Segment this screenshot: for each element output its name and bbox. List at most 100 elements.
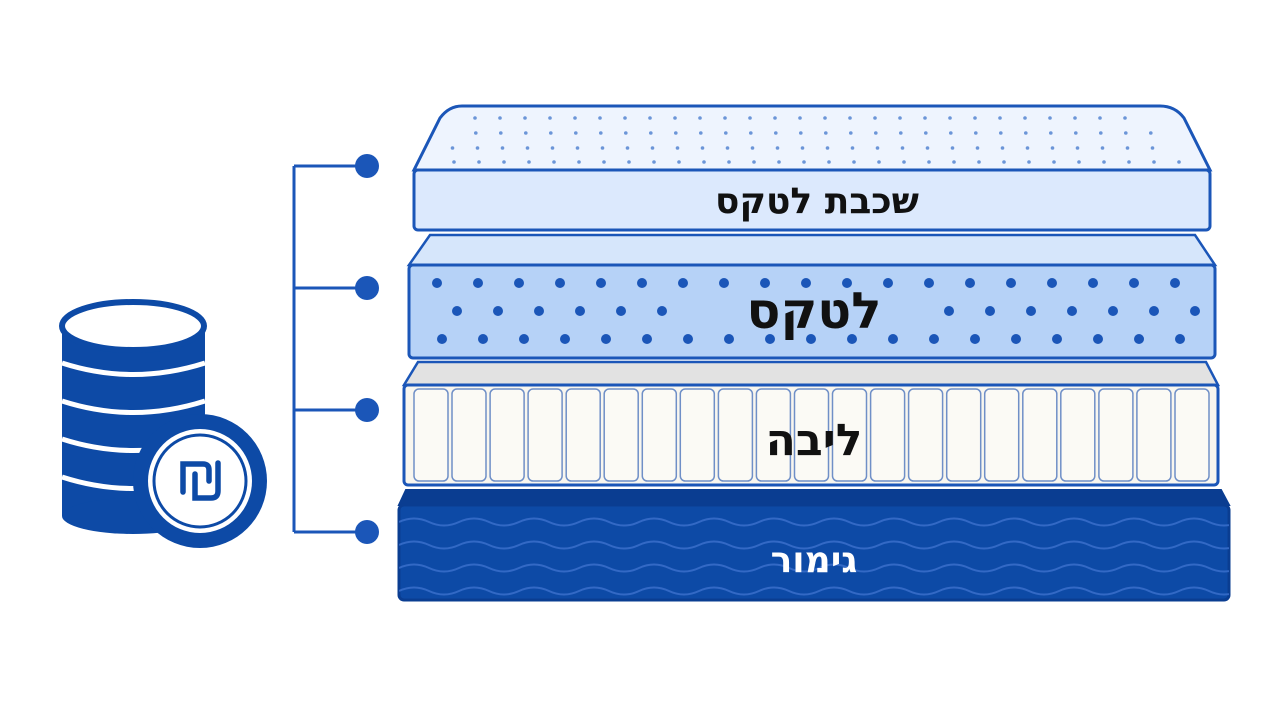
comfort-texture-dot: [674, 131, 678, 135]
core-spring-pocket: [717, 388, 754, 482]
latex-texture-dot: [478, 334, 488, 344]
latex-texture-dot: [924, 278, 934, 288]
latex-texture-dot: [534, 306, 544, 316]
comfort-texture-dot: [825, 146, 830, 150]
latex-texture-dot: [1093, 334, 1103, 344]
comfort-texture-dot: [652, 160, 656, 164]
comfort-texture-dot: [450, 146, 455, 150]
core-spring-pocket: [565, 388, 601, 482]
core-spring-pocket: [1174, 388, 1210, 482]
core-spring-pocket: [1022, 388, 1058, 482]
comfort-texture-dot: [848, 116, 852, 120]
comfort-texture-dot: [702, 160, 706, 164]
latex-texture-dot: [1108, 306, 1118, 316]
comfort-texture-dot: [850, 146, 855, 150]
comfort-texture-dot: [475, 146, 480, 150]
latex-texture-dot: [1175, 334, 1185, 344]
comfort-texture-dot: [924, 131, 928, 135]
latex-texture-dot: [683, 334, 693, 344]
comfort-texture-dot: [552, 160, 556, 164]
comfort-texture-dot: [823, 116, 827, 120]
comfort-texture-dot: [752, 160, 756, 164]
layer-label-cover: גימור: [771, 540, 858, 581]
latex-texture-dot: [929, 334, 939, 344]
comfort-texture-dot: [873, 116, 877, 120]
latex-texture-dot: [1006, 278, 1016, 288]
comfort-texture-dot: [849, 131, 853, 135]
core-spring-pocket: [945, 388, 982, 482]
core-spring-pocket: [1060, 388, 1096, 482]
latex-texture-dot: [519, 334, 529, 344]
comfort-texture-dot: [1049, 131, 1053, 135]
core-spring-pocket: [1098, 388, 1134, 482]
comfort-texture-dot: [524, 131, 528, 135]
latex-texture-dot: [1134, 334, 1144, 344]
comfort-texture-dot: [1150, 146, 1155, 150]
latex-texture-dot: [1026, 306, 1036, 316]
comfort-texture-dot: [474, 131, 478, 135]
comfort-texture-dot: [1102, 160, 1106, 164]
comfort-texture-dot: [948, 116, 952, 120]
comfort-texture-dot: [698, 116, 702, 120]
coin-stack-icon: [59, 299, 267, 548]
comfort-texture-dot: [1098, 116, 1102, 120]
comfort-texture-dot: [1024, 131, 1028, 135]
comfort-texture-dot: [523, 116, 527, 120]
comfort-texture-dot: [600, 146, 605, 150]
latex-texture-dot: [1052, 334, 1062, 344]
latex-texture-dot: [801, 278, 811, 288]
comfort-texture-dot: [775, 146, 780, 150]
cover-quilt-wave: [399, 540, 1229, 550]
latex-texture-dot: [1067, 306, 1077, 316]
comfort-texture-dot: [999, 131, 1003, 135]
comfort-texture-dot: [1000, 146, 1005, 150]
comfort-texture-dot: [1177, 160, 1181, 164]
latex-texture-dot: [1011, 334, 1021, 344]
comfort-texture-dot: [723, 116, 727, 120]
comfort-texture-dot: [627, 160, 631, 164]
comfort-texture-dot: [1099, 131, 1103, 135]
latex-texture-dot: [842, 278, 852, 288]
comfort-texture-dot: [977, 160, 981, 164]
core-spring-pocket: [527, 388, 563, 482]
latex-texture-dot: [719, 278, 729, 288]
comfort-texture-dot: [725, 146, 730, 150]
latex-texture-dot: [965, 278, 975, 288]
comfort-texture-dot: [949, 131, 953, 135]
layer-cover: גימור: [397, 489, 1231, 602]
layer-label-comfort: שכבת לטקס: [715, 181, 919, 222]
latex-texture-dot: [452, 306, 462, 316]
latex-texture-dot: [657, 306, 667, 316]
latex-texture-dot: [806, 334, 816, 344]
comfort-texture-dot: [477, 160, 481, 164]
comfort-texture-dot: [1027, 160, 1031, 164]
latex-texture-dot: [1170, 278, 1180, 288]
comfort-texture-dot: [1074, 131, 1078, 135]
comfort-texture-dot: [852, 160, 856, 164]
core-spring-pocket: [679, 388, 716, 482]
comfort-texture-dot: [773, 116, 777, 120]
latex-texture-dot: [616, 306, 626, 316]
latex-texture-dot: [575, 306, 585, 316]
comfort-texture-dot: [973, 116, 977, 120]
latex-texture-dot: [765, 334, 775, 344]
core-spring-pocket: [1136, 388, 1172, 482]
connector-dot-core: [355, 398, 379, 422]
comfort-texture-dot: [1050, 146, 1055, 150]
comfort-texture-dot: [1052, 160, 1056, 164]
comfort-texture-dot: [1023, 116, 1027, 120]
comfort-texture-dot: [727, 160, 731, 164]
core-spring-pocket: [755, 388, 792, 482]
comfort-texture-dot: [549, 131, 553, 135]
comfort-texture-dot: [824, 131, 828, 135]
comfort-texture-dot: [798, 116, 802, 120]
comfort-texture-dot: [952, 160, 956, 164]
latex-texture-dot: [970, 334, 980, 344]
cover-quilt-wave: [399, 586, 1229, 596]
latex-texture-dot: [678, 278, 688, 288]
comfort-texture-dot: [1149, 131, 1153, 135]
comfort-texture-dot: [673, 116, 677, 120]
comfort-texture-dot: [777, 160, 781, 164]
latex-texture-dot: [883, 278, 893, 288]
